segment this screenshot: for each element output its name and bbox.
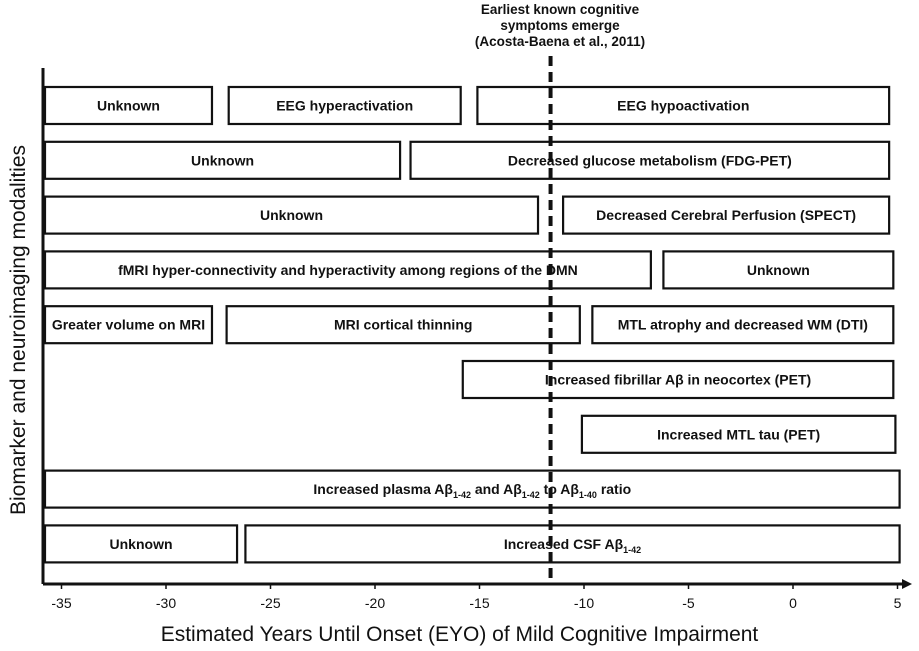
bar-label-row5-2: MRI cortical thinning xyxy=(334,317,472,333)
bar-row5-2 xyxy=(225,305,581,345)
bar-row3-1 xyxy=(43,195,540,235)
bar-row6-1 xyxy=(461,359,895,400)
x-axis-label: Estimated Years Until Onset (EYO) of Mil… xyxy=(160,623,759,646)
bar-row5-3 xyxy=(591,305,895,345)
bars-layer: Unknown EEG hyperactivation EEG hypoactiva… xyxy=(43,85,901,564)
bar-label-row3-2: Decreased Cerebral Perfusion (SPECT) xyxy=(596,207,856,223)
bar-label-row3-1: Unknown xyxy=(260,207,323,223)
bar-row8-1 xyxy=(43,469,901,509)
bar-label-row6-1: Increased fibrillar Aβ in neocortex (PET… xyxy=(545,372,811,388)
bar-row2-2 xyxy=(409,140,891,180)
bar-label-row1-2: EEG hyperactivation xyxy=(276,98,413,114)
bar-label-row5-3: MTL atrophy and decreased WM (DTI) xyxy=(618,317,868,333)
axes-layer: -35 -30 -25 -20 -15 -10 -5 0 5 xyxy=(41,56,912,611)
x-tick-label: -25 xyxy=(260,595,280,611)
bar-label-row9-1: Unknown xyxy=(110,536,173,552)
x-tick-label: -35 xyxy=(51,595,71,611)
bar-label-row4-1: fMRI hyper-connectivity and hyperactivit… xyxy=(118,262,578,278)
bar-row1-1 xyxy=(43,85,214,126)
x-tick-label: 5 xyxy=(894,595,902,611)
bar-row1-3 xyxy=(476,85,891,126)
bar-row9-2 xyxy=(244,524,901,564)
bar-label-row7-1: Increased MTL tau (PET) xyxy=(657,426,820,442)
y-axis-label: Biomarker and neuroimaging modalities xyxy=(7,144,30,516)
bar-label-row4-2: Unknown xyxy=(747,262,810,278)
bar-row3-2 xyxy=(561,195,891,235)
bar-label-row5-1: Greater volume on MRI xyxy=(52,317,205,333)
bar-label-row8-1: Increased plasma Aβ1-42 and Aβ1-42 to Aβ… xyxy=(313,481,631,500)
bar-row7-1 xyxy=(580,414,897,454)
bar-label-row1-1: Unknown xyxy=(97,98,160,114)
bar-label-row9-2: Increased CSF Aβ1-42 xyxy=(504,536,641,555)
annotation-line-3: (Acosta-Baena et al., 2011) xyxy=(474,34,646,49)
bar-row9-1 xyxy=(43,524,239,564)
x-tick-label: -5 xyxy=(682,595,695,611)
x-tick-label: 0 xyxy=(789,595,797,611)
onset-annotation: Earliest known cognitive symptoms emerge… xyxy=(420,2,700,50)
bar-label-row2-2: Decreased glucose metabolism (FDG-PET) xyxy=(508,152,792,168)
bar-row1-2 xyxy=(227,85,462,126)
annotation-line-2: symptoms emerge xyxy=(500,18,620,33)
bar-label-row1-3: EEG hypoactivation xyxy=(617,98,749,114)
x-tick-label: -20 xyxy=(365,595,385,611)
bar-row2-1 xyxy=(43,140,402,180)
bar-label-row2-1: Unknown xyxy=(191,152,254,168)
bar-row4-2 xyxy=(662,250,895,290)
x-tick-label: -15 xyxy=(469,595,489,611)
bar-row5-1 xyxy=(43,305,214,345)
x-tick-label: -30 xyxy=(156,595,176,611)
x-tick-label: -10 xyxy=(574,595,594,611)
annotation-line-1: Earliest known cognitive xyxy=(480,2,640,17)
x-axis-arrowhead xyxy=(902,579,912,589)
